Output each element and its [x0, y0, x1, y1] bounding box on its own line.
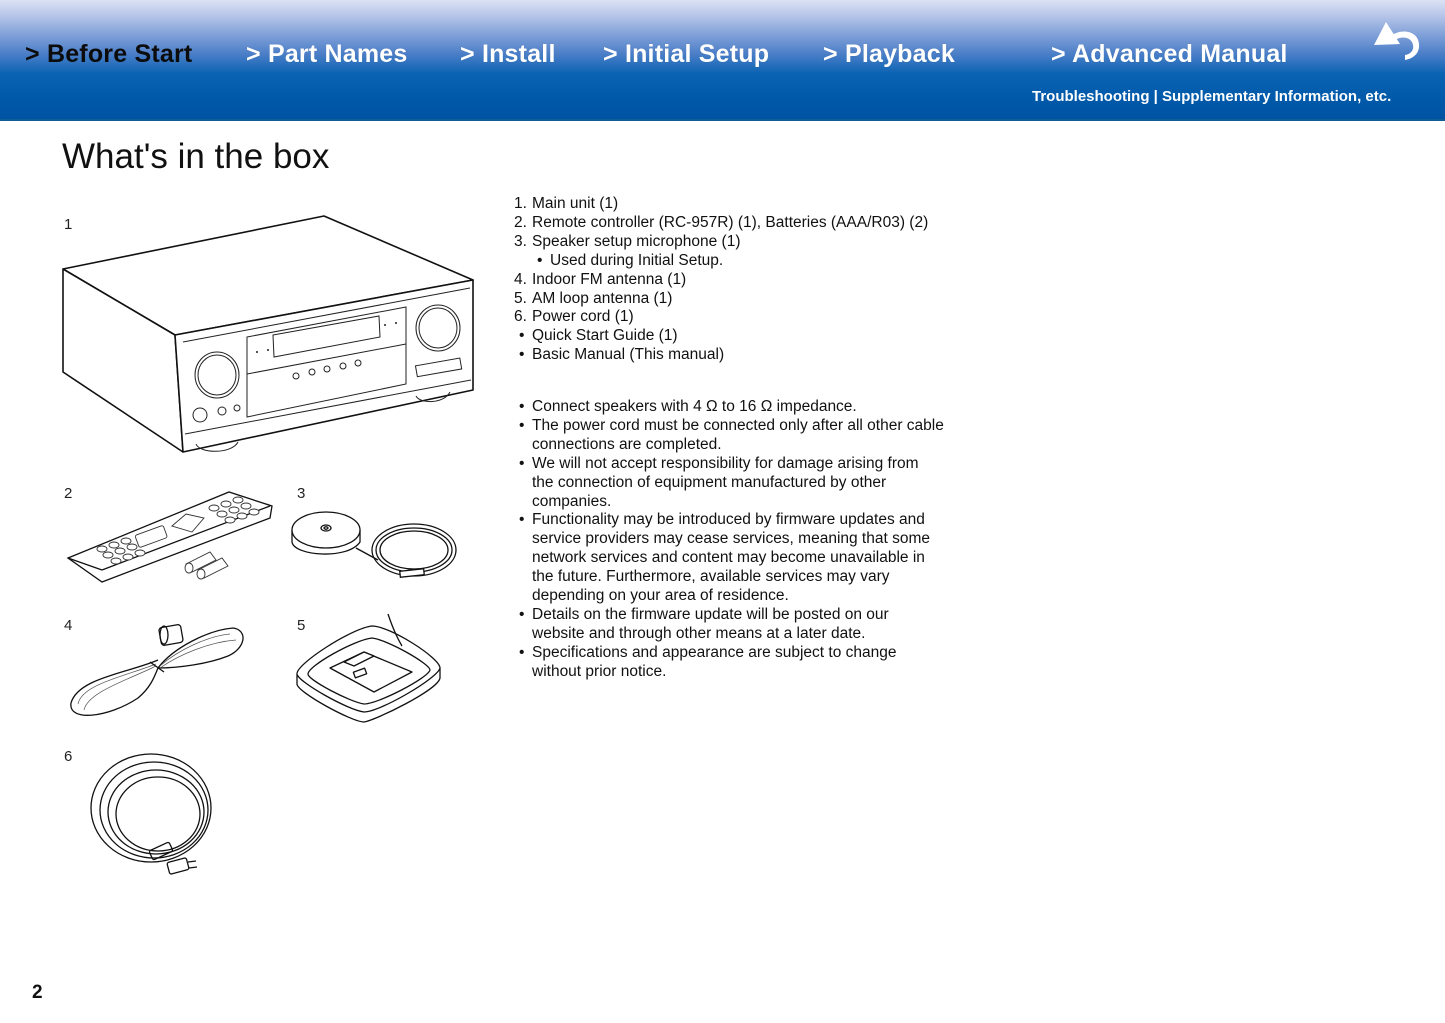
list-item: 2.Remote controller (RC-957R) (1), Batte… [514, 213, 929, 231]
figure-label-4: 4 [64, 617, 73, 634]
nav-part-names[interactable]: > Part Names [246, 40, 408, 68]
sub-nav-separator: | [1149, 88, 1163, 105]
sub-nav: Troubleshooting | Supplementary Informat… [1032, 88, 1391, 105]
list-item: 4.Indoor FM antenna (1) [514, 270, 687, 288]
nav-initial-setup[interactable]: > Initial Setup [603, 40, 770, 68]
fm-antenna-illustration [70, 624, 244, 716]
note-item: •Details on the firmware update will be … [519, 605, 889, 642]
note-item: •The power cord must be connected only a… [519, 416, 944, 453]
list-item: •Quick Start Guide (1) [519, 327, 678, 345]
link-troubleshooting[interactable]: Troubleshooting [1032, 88, 1150, 105]
av-receiver-illustration [62, 215, 474, 453]
list-sub-item: •Used during Initial Setup. [537, 251, 724, 269]
nav-before-start[interactable]: > Before Start [25, 40, 193, 68]
list-item: •Basic Manual (This manual) [519, 346, 725, 364]
nav-playback[interactable]: > Playback [823, 40, 955, 68]
figure-label-3: 3 [297, 485, 306, 502]
note-item: •Connect speakers with 4 Ω to 16 Ω imped… [519, 398, 857, 415]
page-title: What's in the box [62, 137, 330, 176]
contents-list: 1.Main unit (1) 2.Remote controller (RC-… [514, 195, 944, 365]
page-number: 2 [32, 982, 43, 1003]
link-supplementary-information[interactable]: Supplementary Information, etc. [1162, 88, 1392, 105]
list-item: 3.Speaker setup microphone (1) [514, 232, 741, 250]
figure-label-2: 2 [64, 485, 73, 502]
back-button[interactable] [1372, 18, 1424, 64]
figure-label-1: 1 [64, 216, 73, 233]
list-item: 1.Main unit (1) [514, 195, 619, 212]
nav-advanced-manual[interactable]: > Advanced Manual [1051, 40, 1288, 68]
figure-label-6: 6 [64, 748, 73, 765]
notes-list: •Connect speakers with 4 Ω to 16 Ω imped… [514, 398, 944, 682]
note-item: •Functionality may be introduced by firm… [519, 511, 930, 605]
am-loop-antenna-illustration [296, 613, 441, 723]
setup-microphone-illustration [291, 511, 457, 578]
note-item: •We will not accept responsibility for d… [519, 454, 919, 510]
note-item: •Specifications and appearance are subje… [519, 643, 897, 680]
list-item: 5.AM loop antenna (1) [514, 289, 673, 307]
return-arrow-icon [1374, 22, 1420, 60]
figure-label-5: 5 [297, 617, 306, 634]
header-nav-bar: > Before Start > Part Names > Install > … [0, 0, 1445, 121]
list-item: 6.Power cord (1) [514, 308, 634, 326]
nav-install[interactable]: > Install [460, 40, 556, 68]
power-cord-illustration [90, 753, 212, 875]
remote-control-batteries-illustration [66, 491, 273, 583]
